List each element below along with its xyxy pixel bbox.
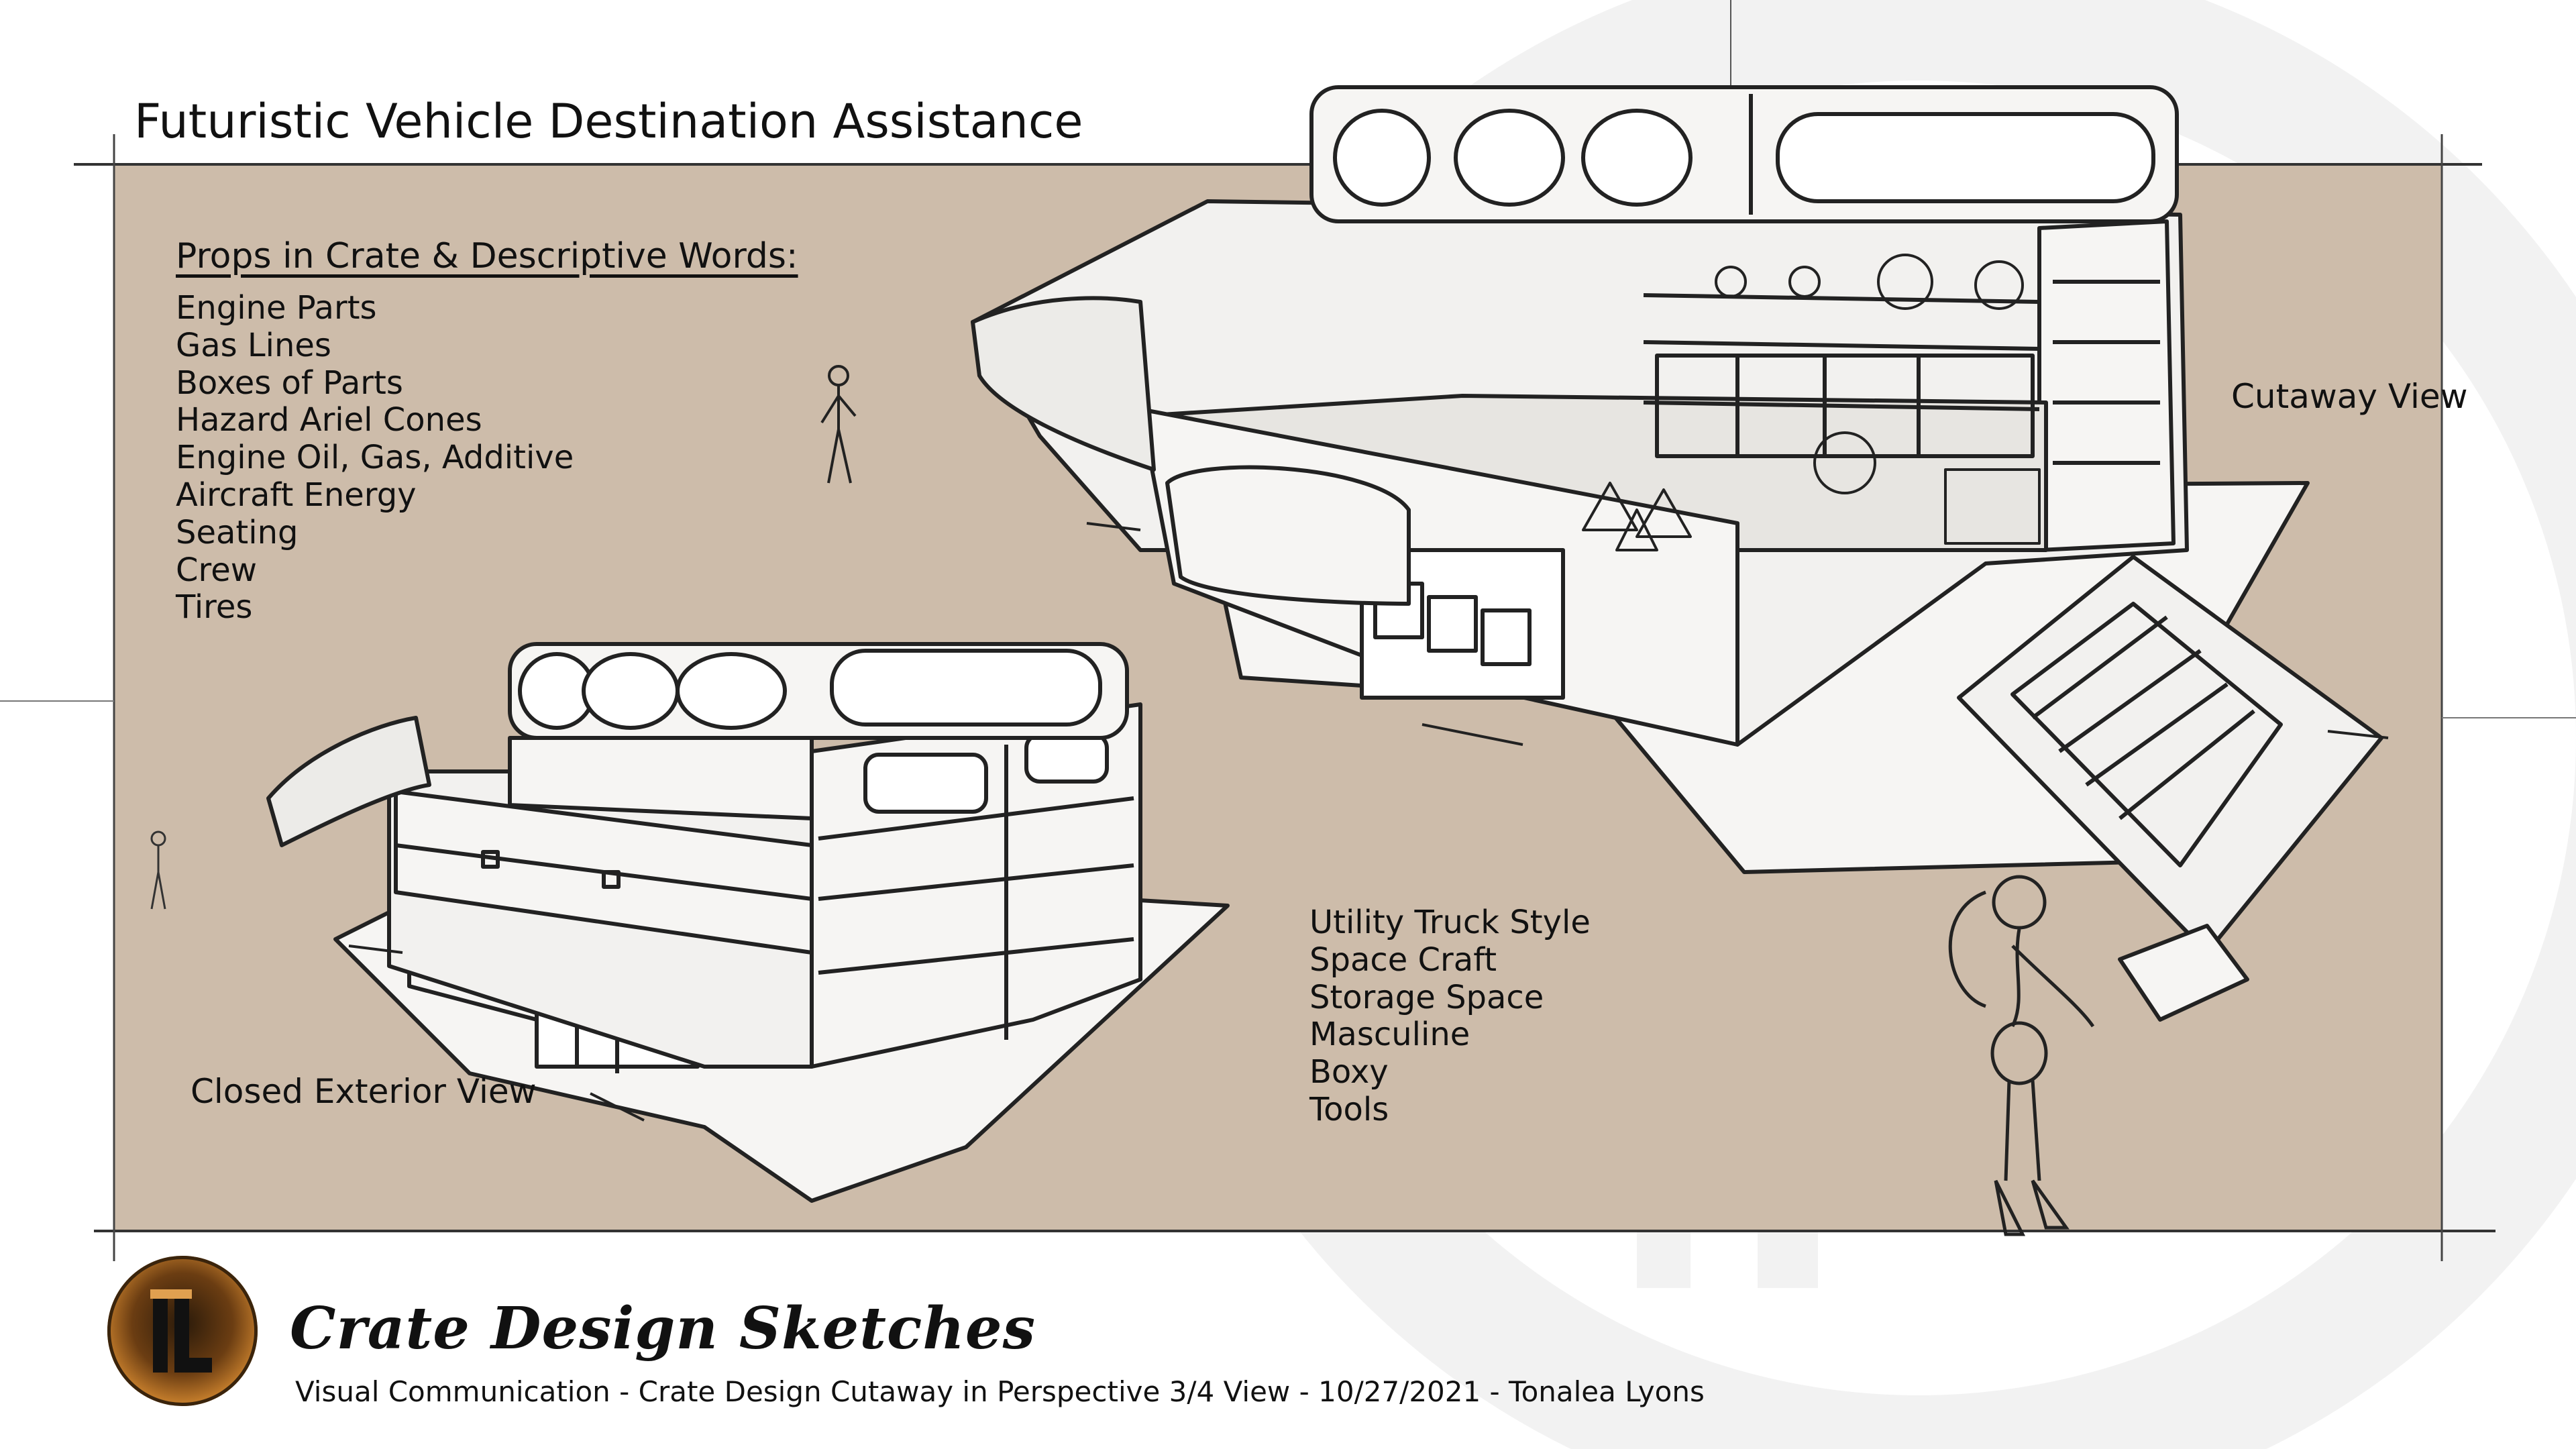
props-heading: Props in Crate & Descriptive Words: [176, 236, 798, 276]
list-item: Seating [176, 513, 299, 551]
page-title: Futuristic Vehicle Destination Assistanc… [134, 94, 1083, 149]
list-item: Tires [176, 588, 253, 627]
descriptor-list: Utility Truck Style Space Craft Storage … [1309, 904, 1591, 1129]
list-item: Engine Oil, Gas, Additive [176, 439, 574, 477]
character-figure [1948, 875, 2095, 1236]
cutaway-view-label: Cutaway View [2231, 377, 2468, 416]
list-item: Boxy [1309, 1053, 1389, 1091]
list-item: Tools [1309, 1090, 1389, 1128]
brand-title: Crate Design Sketches [290, 1295, 1036, 1362]
list-item: Masculine [1309, 1016, 1470, 1054]
list-item: Hazard Ariel Cones [176, 401, 482, 439]
list-item: Utility Truck Style [1309, 904, 1591, 941]
list-item: Engine Parts [176, 289, 377, 327]
footer-caption: Visual Communication - Crate Design Cuta… [295, 1375, 1705, 1408]
cutaway-vehicle-sketch [971, 85, 2389, 1022]
list-item: Crew [176, 551, 257, 589]
list-item: Boxes of Parts [176, 364, 403, 402]
scale-figure-tiny [150, 830, 166, 910]
scale-figure-small [820, 365, 857, 484]
exterior-view-label: Closed Exterior View [191, 1072, 537, 1111]
props-list: Engine Parts Gas Lines Boxes of Parts Ha… [176, 289, 574, 627]
exterior-vehicle-sketch [266, 642, 1230, 1203]
list-item: Storage Space [1309, 978, 1544, 1016]
list-item: Aircraft Energy [176, 476, 417, 514]
list-item: Gas Lines [176, 326, 331, 364]
monogram-logo-icon [107, 1256, 258, 1406]
logo-mark-icon [150, 1289, 212, 1373]
list-item: Space Craft [1309, 941, 1497, 979]
